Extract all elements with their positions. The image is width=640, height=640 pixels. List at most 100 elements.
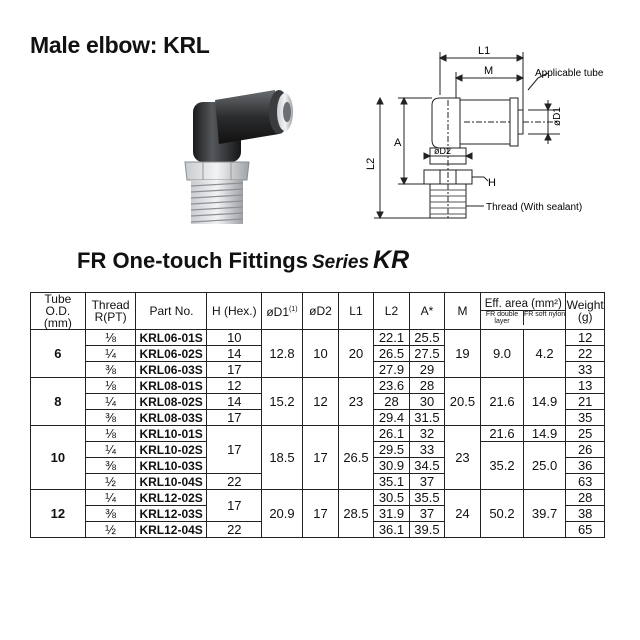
thread-cell: ¼ — [84, 393, 137, 410]
part-no-cell: KRL10-04S — [135, 473, 208, 490]
weight-cell: 26 — [565, 441, 605, 458]
eff-soft-cell: 14.9 — [522, 425, 567, 442]
eff-double-cell: 9.0 — [480, 329, 524, 378]
weight-cell: 21 — [565, 393, 605, 410]
a-cell: 30 — [409, 393, 445, 410]
header-d1: øD1(1) — [261, 292, 303, 330]
l2-cell: 30.5 — [372, 489, 411, 506]
d1-cell: 18.5 — [261, 425, 303, 490]
a-cell: 31.5 — [409, 409, 445, 426]
a-cell: 34.5 — [409, 457, 445, 474]
part-no-cell: KRL10-01S — [135, 425, 208, 442]
header-eff-area: Eff. area (mm²) FR double layer FR soft … — [480, 292, 567, 330]
header-h: H (Hex.) — [206, 292, 263, 330]
part-no-cell: KRL08-01S — [135, 377, 208, 394]
product-photo — [184, 90, 293, 224]
weight-cell: 33 — [565, 361, 605, 378]
hex-cell: 17 — [206, 489, 263, 522]
header-fr-soft: FR soft nylon — [523, 309, 566, 325]
weight-cell: 35 — [565, 409, 605, 426]
header-d1-note: (1) — [289, 306, 298, 313]
hex-cell: 14 — [206, 393, 263, 410]
dim-d2-label: øD2 — [434, 146, 451, 156]
d2-cell: 10 — [301, 329, 340, 378]
weight-cell: 65 — [565, 521, 605, 538]
series-label: Series — [311, 252, 370, 273]
header-thread: Thread R(PT) — [84, 292, 137, 330]
series-name: KR — [373, 246, 410, 274]
l1-cell: 20 — [338, 329, 374, 378]
thread-cell: ⅜ — [84, 457, 137, 474]
weight-cell: 28 — [565, 489, 605, 506]
part-no-cell: KRL10-03S — [135, 457, 208, 474]
header-fr-double: FR double layer — [481, 309, 524, 325]
part-no-cell: KRL12-02S — [135, 489, 208, 506]
table-header-row: Tube O.D. (mm) Thread R(PT) Part No. H (… — [30, 292, 605, 330]
d2-cell: 17 — [301, 425, 340, 490]
part-no-cell: KRL10-02S — [135, 441, 208, 458]
a-cell: 39.5 — [409, 521, 445, 538]
weight-cell: 38 — [565, 505, 605, 522]
spec-table: Tube O.D. (mm) Thread R(PT) Part No. H (… — [30, 292, 605, 538]
series-prefix: FR One-touch Fittings — [77, 248, 308, 273]
hex-cell: 17 — [206, 361, 263, 378]
part-no-cell: KRL12-04S — [135, 521, 208, 538]
dim-d1-label: øD1 — [552, 107, 563, 126]
thread-cell: ½ — [84, 473, 137, 490]
thread-label: Thread (With sealant) — [486, 202, 582, 213]
part-no-cell: KRL06-01S — [135, 329, 208, 346]
l2-cell: 31.9 — [372, 505, 411, 522]
hex-cell: 10 — [206, 329, 263, 346]
a-cell: 27.5 — [409, 345, 445, 362]
eff-double-cell: 21.6 — [480, 377, 524, 426]
weight-cell: 36 — [565, 457, 605, 474]
part-no-cell: KRL06-02S — [135, 345, 208, 362]
a-cell: 37 — [409, 505, 445, 522]
l2-cell: 30.9 — [372, 457, 411, 474]
d2-cell: 17 — [301, 489, 340, 538]
d1-cell: 15.2 — [261, 377, 303, 426]
tube-od-cell: 12 — [30, 489, 86, 538]
dim-h-label: H — [488, 177, 496, 189]
l2-cell: 26.1 — [372, 425, 411, 442]
weight-cell: 13 — [565, 377, 605, 394]
header-part-no: Part No. — [135, 292, 208, 330]
dimension-diagram: L1 M Applicable tube øD1 A L2 øD2 H Thre… — [365, 45, 604, 220]
l1-cell: 28.5 — [338, 489, 374, 538]
a-cell: 32 — [409, 425, 445, 442]
m-cell: 19 — [443, 329, 482, 378]
m-cell: 23 — [443, 425, 482, 490]
l2-cell: 29.4 — [372, 409, 411, 426]
l2-cell: 28 — [372, 393, 411, 410]
a-cell: 25.5 — [409, 329, 445, 346]
weight-cell: 22 — [565, 345, 605, 362]
header-eff-area-label: Eff. area (mm²) — [484, 297, 562, 310]
l2-cell: 27.9 — [372, 361, 411, 378]
header-tube: Tube O.D. (mm) — [30, 292, 86, 330]
eff-double-cell: 35.2 — [480, 441, 524, 490]
a-cell: 29 — [409, 361, 445, 378]
l1-cell: 26.5 — [338, 425, 374, 490]
dim-a-label: A — [394, 137, 402, 149]
page-title: Male elbow: KRL — [30, 32, 210, 58]
weight-cell: 12 — [565, 329, 605, 346]
weight-cell: 25 — [565, 425, 605, 442]
thread-cell: ⅛ — [84, 425, 137, 442]
thread-cell: ¼ — [84, 489, 137, 506]
header-d2: øD2 — [301, 292, 340, 330]
hex-cell: 22 — [206, 521, 263, 538]
m-cell: 20.5 — [443, 377, 482, 426]
eff-soft-cell: 39.7 — [522, 489, 567, 538]
tube-od-cell: 6 — [30, 329, 86, 378]
thread-cell: ¼ — [84, 345, 137, 362]
thread-cell: ¼ — [84, 441, 137, 458]
l2-cell: 23.6 — [372, 377, 411, 394]
